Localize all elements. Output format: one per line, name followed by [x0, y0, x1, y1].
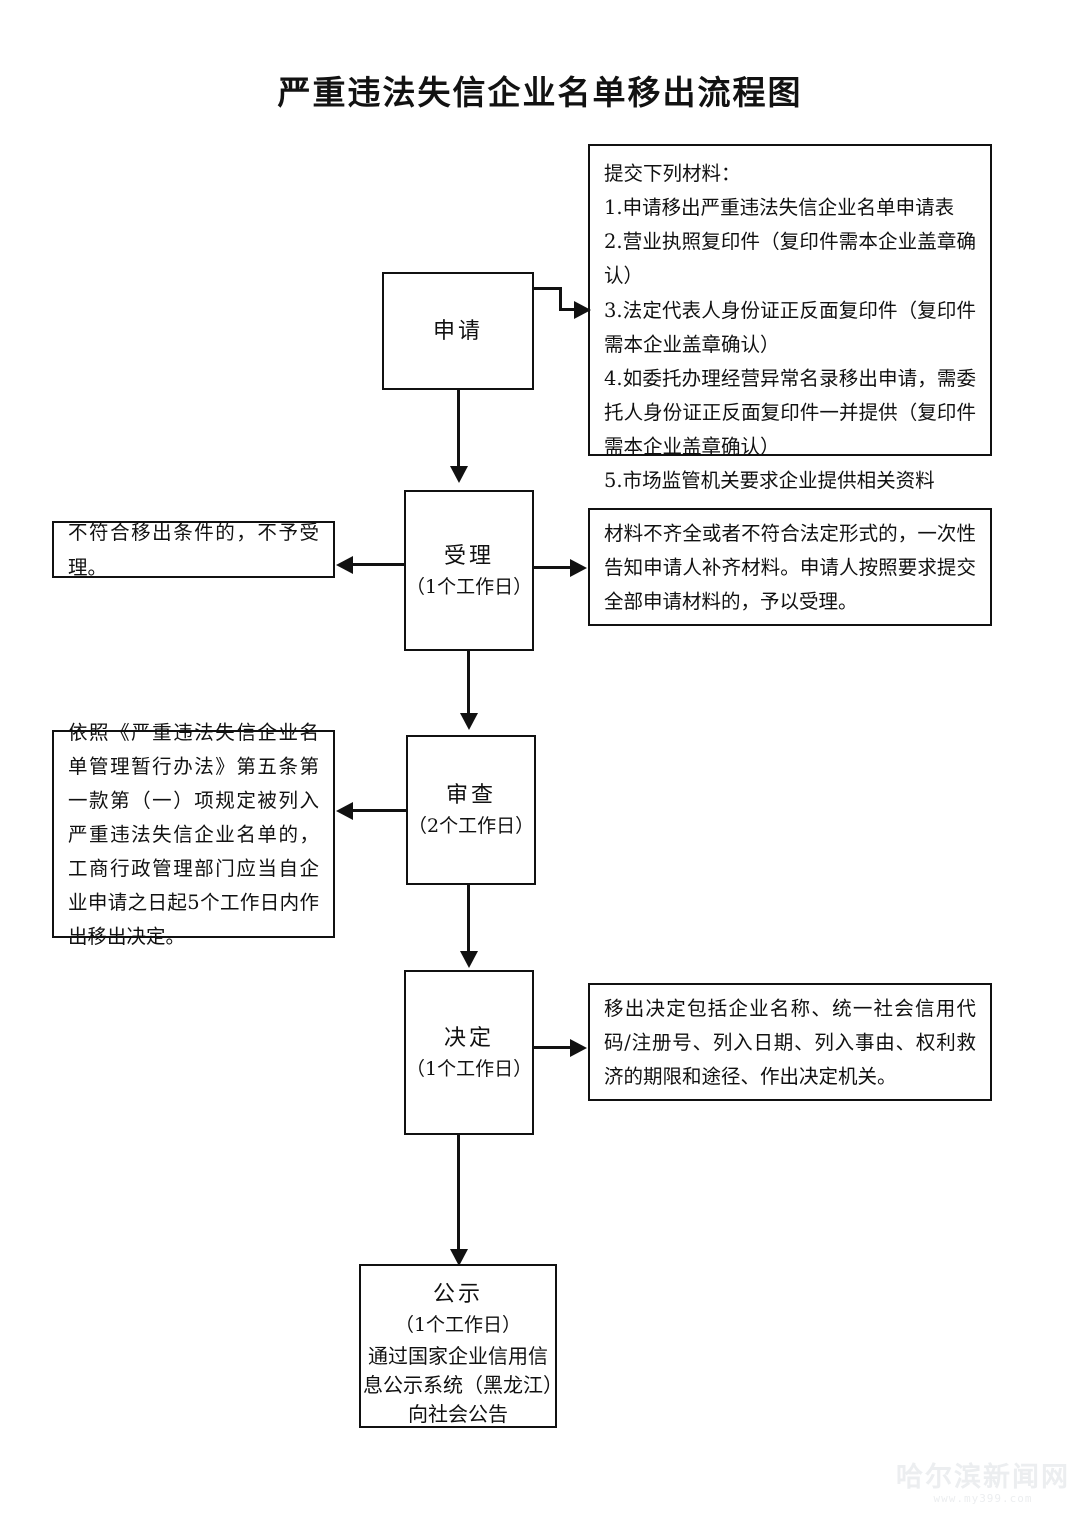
node-review-duration: （2个工作日）	[408, 815, 535, 838]
arrowhead-review-to-legal-basis	[336, 802, 353, 820]
note-materials-item-3: 3.法定代表人身份证正反面复印件（复印件需本企业盖章确认）	[604, 298, 976, 356]
node-accept: 受理 （1个工作日）	[404, 490, 534, 651]
note-supplement-text: 材料不齐全或者不符合法定形式的，一次性告知申请人补齐材料。申请人按照要求提交全部…	[604, 521, 976, 614]
note-legal-basis-text: 依照《严重违法失信企业名单管理暂行办法》第五条第一款第（一）项规定被列入严重违法…	[68, 720, 319, 949]
arrowhead-review-to-decide	[460, 951, 478, 968]
node-decide: 决定 （1个工作日）	[404, 970, 534, 1135]
note-decision-content: 移出决定包括企业名称、统一社会信用代码/注册号、列入日期、列入事由、权利救济的期…	[588, 983, 992, 1101]
note-materials-item-1: 1.申请移出严重违法失信企业名单申请表	[604, 196, 955, 220]
node-publicize-detail: 通过国家企业信用信息公示系统（黑龙江）向社会公告	[363, 1343, 553, 1426]
note-reject-text: 不符合移出条件的，不予受理。	[68, 521, 319, 579]
connector-accept-to-supplement	[534, 566, 572, 569]
node-accept-label: 受理	[443, 543, 494, 569]
connector-review-to-legal-basis	[350, 809, 406, 812]
watermark-site: 哈尔滨新闻网	[896, 1461, 1070, 1493]
note-materials-item-4: 4.如委托办理经营异常名录移出申请，需委托人身份证正反面复印件一并提供（复印件需…	[604, 366, 976, 458]
arrowhead-accept-to-review	[460, 713, 478, 730]
page-title: 严重违法失信企业名单移出流程图	[277, 73, 803, 112]
node-apply: 申请	[382, 272, 534, 390]
node-publicize-label: 公示	[432, 1282, 483, 1307]
note-reject: 不符合移出条件的，不予受理。	[52, 521, 335, 579]
arrowhead-accept-to-supplement	[570, 559, 587, 577]
note-supplement: 材料不齐全或者不符合法定形式的，一次性告知申请人补齐材料。申请人按照要求提交全部…	[588, 508, 992, 626]
note-decision-content-text: 移出决定包括企业名称、统一社会信用代码/注册号、列入日期、列入事由、权利救济的期…	[604, 996, 976, 1089]
connector-accept-to-reject	[350, 563, 404, 566]
note-materials-item-2: 2.营业执照复印件（复印件需本企业盖章确认）	[604, 230, 976, 288]
connector-apply-to-materials-h2	[559, 308, 579, 311]
node-publicize-duration: （1个工作日）	[394, 1314, 522, 1336]
arrowhead-apply-to-materials	[574, 301, 591, 319]
note-materials-heading: 提交下列材料：	[604, 162, 741, 185]
connector-accept-to-review	[467, 651, 470, 717]
connector-apply-to-accept	[457, 390, 460, 470]
note-legal-basis: 依照《严重违法失信企业名单管理暂行办法》第五条第一款第（一）项规定被列入严重违法…	[52, 721, 335, 948]
arrowhead-decide-to-publicize	[450, 1249, 468, 1266]
watermark: 哈尔滨新闻网 www.my399.com	[896, 1461, 1070, 1505]
node-decide-duration: （1个工作日）	[406, 1057, 533, 1080]
node-apply-label: 申请	[432, 318, 483, 344]
arrowhead-decide-to-decision-content	[570, 1039, 587, 1057]
node-decide-label: 决定	[443, 1025, 494, 1051]
node-publicize: 公示 （1个工作日） 通过国家企业信用信息公示系统（黑龙江）向社会公告	[359, 1264, 557, 1428]
connector-review-to-decide	[467, 885, 470, 955]
node-review: 审查 （2个工作日）	[406, 735, 536, 885]
note-materials: 提交下列材料： 1.申请移出严重违法失信企业名单申请表 2.营业执照复印件（复印…	[588, 144, 992, 492]
connector-decide-to-decision-content	[534, 1046, 572, 1049]
note-materials-item-5: 5.市场监管机关要求企业提供相关资料	[604, 469, 935, 493]
node-review-label: 审查	[445, 783, 496, 809]
connector-apply-to-materials-h1	[534, 287, 562, 290]
arrowhead-accept-to-reject	[336, 556, 353, 574]
connector-apply-to-materials-v	[559, 287, 562, 310]
arrowhead-apply-to-accept	[450, 466, 468, 483]
connector-decide-to-publicize	[457, 1135, 460, 1253]
node-accept-duration: （1个工作日）	[406, 575, 533, 598]
watermark-url: www.my399.com	[933, 1492, 1033, 1505]
